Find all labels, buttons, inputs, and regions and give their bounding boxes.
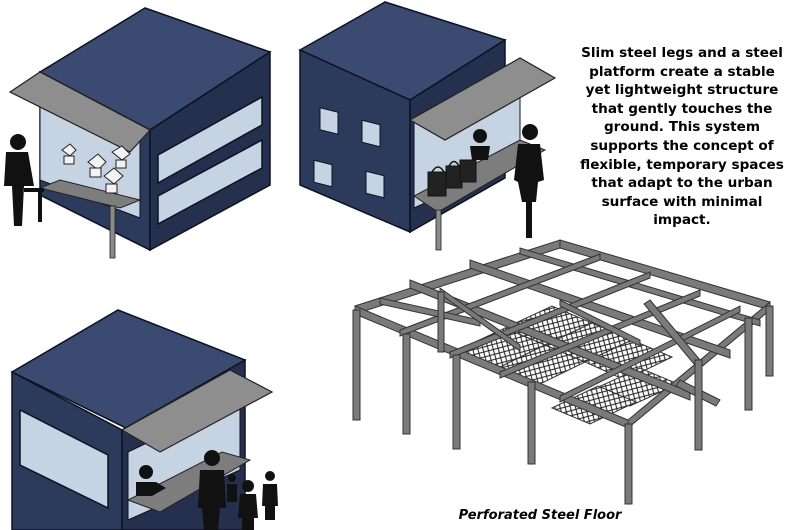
perforated-floor-label: Perforated Steel Floor bbox=[458, 508, 622, 523]
caption-line: that gently touches the bbox=[591, 100, 773, 117]
vendor-silhouette bbox=[470, 129, 490, 160]
caption-line: ground. This system bbox=[603, 119, 761, 136]
customer-silhouette bbox=[514, 124, 544, 238]
customer-group-silhouette bbox=[198, 450, 278, 530]
caption-line: flexible, temporary spaces bbox=[580, 156, 784, 173]
caption-line: that adapt to the urban bbox=[591, 175, 773, 192]
steel-leg bbox=[437, 291, 445, 353]
awning bbox=[120, 369, 274, 453]
awning bbox=[8, 71, 151, 153]
side-window-upper bbox=[157, 95, 263, 185]
steel-leg bbox=[402, 333, 411, 435]
plant-icon bbox=[61, 143, 131, 194]
steel-beam bbox=[559, 299, 641, 347]
steel-leg bbox=[352, 309, 361, 421]
steel-beam bbox=[643, 299, 701, 365]
kiosk-bags bbox=[298, 1, 557, 251]
awning bbox=[408, 57, 557, 141]
seated-person-silhouette bbox=[4, 134, 44, 226]
wall-window bbox=[361, 119, 381, 148]
side-window bbox=[19, 408, 109, 510]
counter bbox=[38, 179, 142, 209]
caption-line: supports the concept of bbox=[590, 137, 774, 154]
caption-line: impact. bbox=[653, 212, 711, 229]
steel-leg bbox=[694, 359, 703, 451]
counter-leg bbox=[109, 205, 116, 259]
steel-beam bbox=[499, 289, 701, 379]
counter bbox=[126, 451, 252, 513]
steel-leg bbox=[452, 354, 461, 450]
counter-leg bbox=[435, 209, 442, 251]
kiosk-counter bbox=[10, 309, 278, 530]
description-caption: Slim steel legs and a steel platform cre… bbox=[572, 44, 792, 230]
wall-window bbox=[365, 170, 385, 199]
steel-leg bbox=[624, 423, 633, 505]
steel-leg bbox=[744, 317, 753, 411]
caption-line: platform create a stable bbox=[589, 63, 775, 80]
wall-window bbox=[313, 159, 333, 188]
steel-leg bbox=[765, 305, 774, 377]
steel-frame bbox=[352, 239, 774, 505]
steel-leg bbox=[527, 381, 536, 465]
kiosk-plants bbox=[4, 7, 272, 259]
steel-beam bbox=[379, 297, 481, 327]
side-window-lower bbox=[157, 138, 263, 226]
caption-line: surface with minimal bbox=[601, 193, 763, 210]
shopping-bag-icon bbox=[427, 159, 477, 197]
vendor-silhouette bbox=[136, 465, 166, 496]
caption-line: Slim steel legs and a steel bbox=[581, 45, 783, 61]
wall-window bbox=[319, 107, 339, 135]
caption-line: yet lightweight structure bbox=[585, 82, 779, 99]
